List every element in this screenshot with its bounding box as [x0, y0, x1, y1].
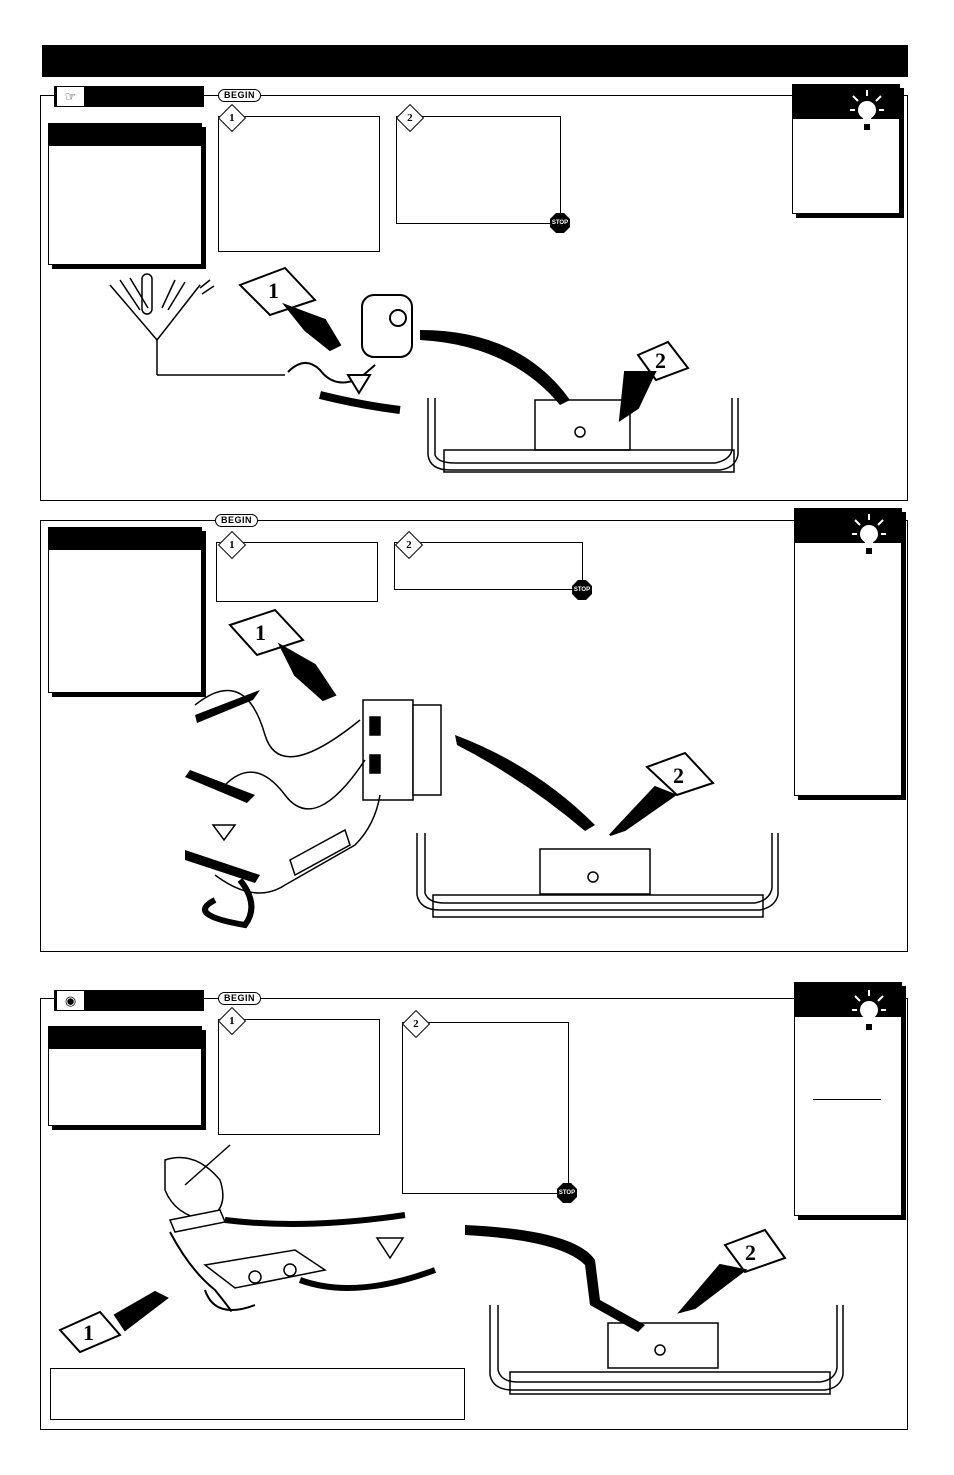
- antenna-hand-icon: ☞: [56, 86, 85, 107]
- section-3-illustration: 1 2: [58, 1144, 844, 1395]
- tv-back-drawing: [416, 833, 779, 918]
- cable-splitter: [362, 699, 442, 801]
- section-1-intro-header: [49, 124, 201, 146]
- section-3-stop-sign: STOP: [557, 1183, 577, 1203]
- tv-back-drawing: [427, 398, 739, 473]
- section-1-intro-box: [48, 123, 202, 265]
- cables: [169, 1212, 437, 1312]
- satellite-dish-drawing: [164, 1144, 231, 1233]
- tv-back-drawing: [489, 1305, 844, 1395]
- out-arrow-badge: [211, 824, 237, 842]
- out-arrow-badge: [375, 1237, 405, 1260]
- hand-step-1: [238, 266, 342, 352]
- hand-step-2: [618, 340, 690, 423]
- section-2-stop-sign: STOP: [572, 580, 592, 600]
- section-1-tip-header: [793, 85, 899, 119]
- section-3-step1-box: [218, 1019, 380, 1135]
- curved-arrow: [465, 1225, 645, 1332]
- section-3-intro-box: [48, 1026, 202, 1126]
- hand-step-2: [677, 1228, 787, 1314]
- section-2-begin-label: BEGIN: [215, 514, 259, 527]
- section-2-illustration: 1 2: [185, 608, 779, 929]
- satellite-receiver: [203, 1249, 327, 1289]
- tip-divider: [813, 1099, 881, 1100]
- lightbulb-icon: [852, 990, 886, 1030]
- section-3-note-box: [50, 1368, 465, 1420]
- hand-step-1-number: 1: [255, 620, 266, 645]
- hand-step-1-number: 1: [268, 278, 279, 303]
- matching-transformer: [289, 828, 351, 877]
- section-1-illustration: 1 2: [109, 266, 739, 473]
- lightbulb-icon: [850, 90, 884, 130]
- section-2-step1-box: [216, 542, 378, 602]
- curved-arrow: [420, 330, 570, 405]
- section-3-begin-label: BEGIN: [218, 992, 262, 1005]
- input-arrows: [185, 690, 260, 883]
- hand-step-2: [609, 751, 715, 836]
- section-1-step1-box: [218, 116, 380, 252]
- section-2-tip-box: [794, 508, 902, 796]
- section-3-intro-header: [49, 1027, 201, 1049]
- satellite-icon: ◉: [56, 990, 85, 1011]
- hand-step-2-number: 2: [655, 348, 666, 373]
- transformer-adapter: [287, 294, 413, 414]
- cables: [194, 689, 381, 929]
- section-1-tip-box: [792, 84, 900, 214]
- section-1-begin-label: BEGIN: [218, 89, 262, 102]
- hand-step-1-number: 1: [83, 1320, 94, 1345]
- section-3-tip-box: [794, 982, 902, 1216]
- section-1-stop-sign: STOP: [550, 213, 570, 233]
- section-3-step2-box: [402, 1022, 569, 1194]
- hand-step-2-number: 2: [673, 763, 684, 788]
- header-bar: [42, 45, 908, 77]
- section-3-tip-header: [795, 983, 901, 1017]
- hand-step-2-number: 2: [745, 1240, 756, 1265]
- hand-step-1: [58, 1290, 169, 1354]
- section-2-intro-box: [48, 527, 202, 693]
- section-2-step2-box: [394, 542, 583, 590]
- curved-arrow: [455, 735, 595, 831]
- section-2-intro-header: [49, 528, 201, 550]
- section-3-title-tab: ◉: [54, 990, 204, 1011]
- section-2-tip-header: [795, 509, 901, 543]
- hand-step-1: [228, 608, 337, 702]
- section-1-step2-box: [396, 116, 561, 224]
- antenna-drawing: [109, 273, 285, 376]
- lightbulb-icon: [852, 514, 886, 554]
- section-1-title-tab: ☞: [54, 86, 204, 107]
